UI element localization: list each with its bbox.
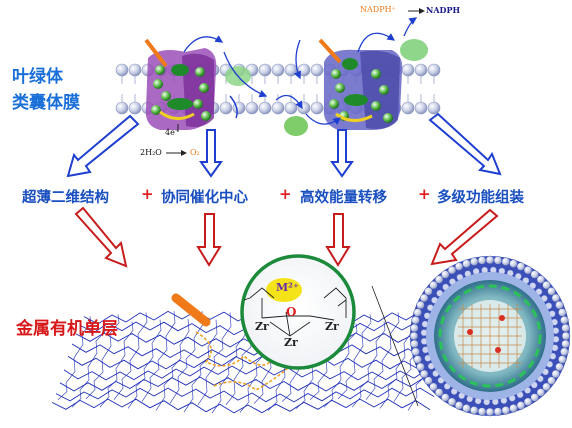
plastocyanin — [284, 116, 308, 136]
feature-hierarchical-assembly: 多级功能组装 — [437, 190, 524, 206]
zoom-guide-line — [371, 285, 419, 407]
blue-hollow-arrows — [66, 112, 502, 178]
light-arrow-ps2 — [144, 38, 168, 68]
feature-synergistic-center: 协同催化中心 — [161, 190, 248, 206]
nadp-label: NADPH⁺ — [360, 5, 396, 14]
zr-label-left: Zr — [255, 320, 269, 333]
plus-sign-2: + — [279, 185, 292, 203]
ferredoxin-reductase — [400, 39, 428, 61]
plus-sign-3: + — [418, 185, 431, 203]
zr-label-bottom: Zr — [284, 336, 298, 349]
oxygen-label: O₂ — [190, 148, 200, 157]
feature-energy-transfer: 高效能量转移 — [300, 190, 387, 206]
zr-label-right: Zr — [325, 320, 339, 333]
metal-ion-label: M²⁺ — [276, 281, 299, 294]
bridging-oxygen-label: O — [286, 305, 297, 319]
thylakoid-label-line1: 叶绿体 — [12, 67, 63, 87]
thylakoid-label-line2: 类囊体膜 — [12, 93, 80, 113]
membrane-vesicle — [409, 255, 571, 417]
plus-sign-1: + — [141, 185, 154, 203]
feature-ultrathin-2d: 超薄二维结构 — [22, 190, 109, 206]
photosystem-i-complex — [323, 49, 403, 130]
light-arrow-ps1 — [318, 38, 342, 64]
light-arrow-mof — [171, 293, 211, 327]
active-site-inset — [240, 254, 356, 370]
electron-flow-arrows — [183, 17, 418, 126]
mof-monolayer-label: 金属有机单层 — [16, 319, 118, 339]
red-hollow-arrows — [74, 206, 499, 268]
electrons-label: 4e⁻ — [165, 128, 180, 137]
nadph-label: NADPH — [426, 5, 461, 15]
photosystem-ii-complex — [145, 48, 217, 130]
water-label: 2H₂O — [140, 148, 162, 157]
